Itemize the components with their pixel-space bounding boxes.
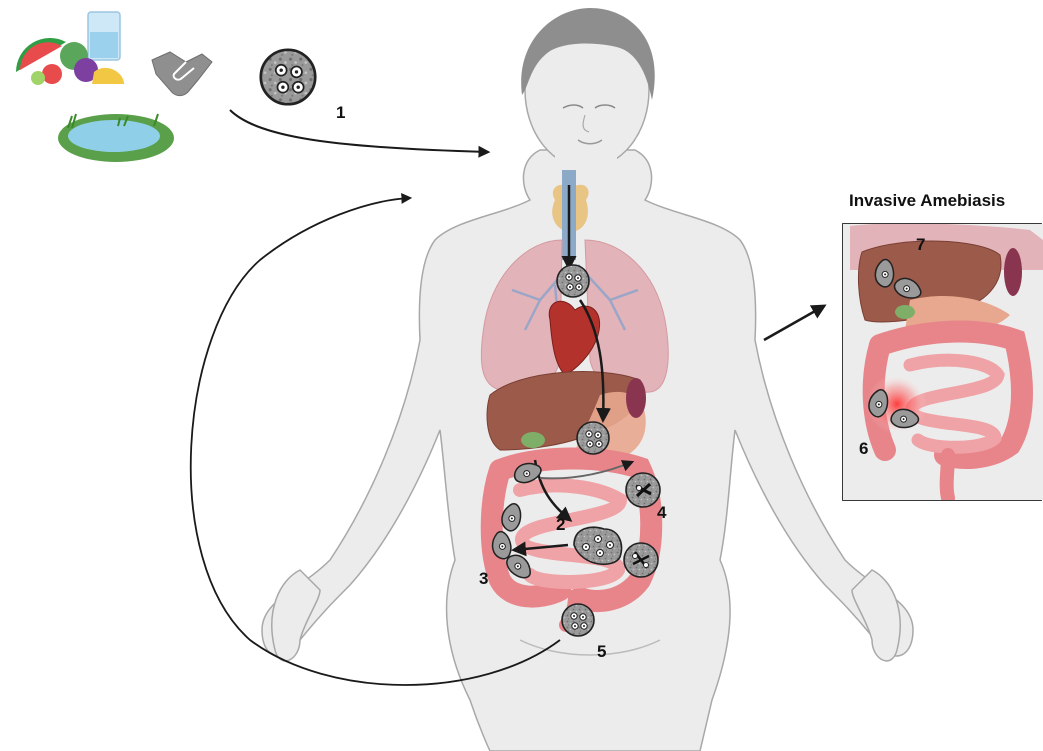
cyst-icon-stomach: [577, 422, 609, 454]
pond-icon: [58, 114, 174, 162]
step-label-7: 7: [916, 235, 925, 254]
spleen: [626, 378, 646, 418]
step-label-2: 2: [556, 515, 565, 534]
step-label-6: 6: [859, 439, 868, 458]
gallbladder: [521, 432, 545, 448]
inset-arrow: [764, 306, 824, 340]
cyst-icon-encystation-mature: [624, 543, 658, 577]
step-label-5: 5: [597, 642, 606, 661]
handshake-icon: [152, 52, 212, 96]
step-label-3: 3: [479, 569, 488, 588]
invasive-amebiasis-inset: 7 6: [843, 223, 1043, 500]
cyst-icon-excreted: [562, 604, 594, 636]
inset-title: Invasive Amebiasis: [849, 191, 1005, 210]
cyst-icon-encystation-4: [626, 473, 660, 507]
food-water-icon: [16, 12, 124, 85]
human-body-figure: [262, 8, 913, 751]
ingestion-arrow: [230, 110, 488, 152]
cyst-icon-lung: [557, 265, 589, 297]
cyst-icon-step1: [261, 50, 315, 104]
step-label-1: 1: [336, 103, 345, 122]
step-label-4: 4: [657, 503, 667, 522]
